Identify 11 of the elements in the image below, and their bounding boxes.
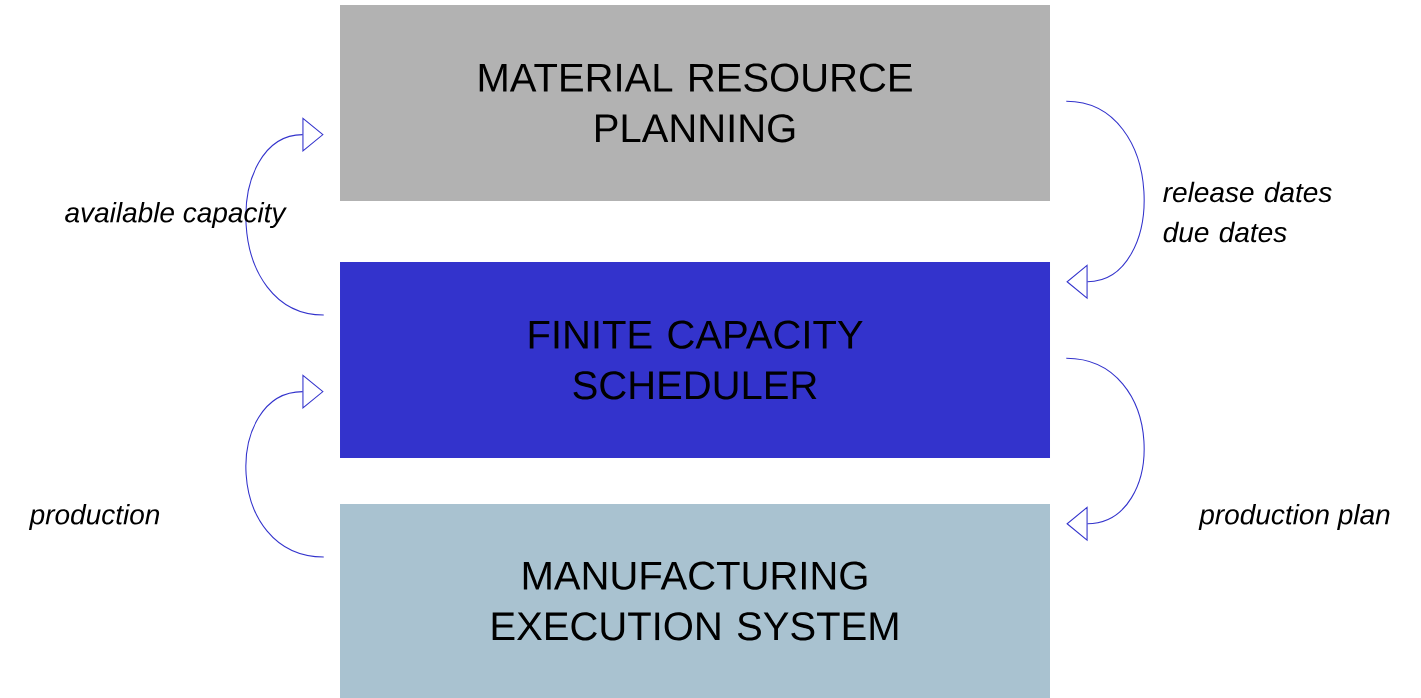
layer-box: MANUFACTURING EXECUTION SYSTEM [340,504,1050,698]
layer-box: MATERIAL RESOURCE PLANNING [340,5,1050,201]
edge-label: available capacity [65,201,287,229]
curved-arrow [1065,357,1145,542]
edge-label: release dates due dates [1163,181,1332,243]
curved-arrow [1065,100,1145,300]
edge-label: production plan [1198,503,1390,531]
layer-box: FINITE CAPACITY SCHEDULER [340,262,1050,458]
curved-arrow [245,117,325,316]
curved-arrow [245,374,325,558]
edge-label: production [28,503,160,531]
